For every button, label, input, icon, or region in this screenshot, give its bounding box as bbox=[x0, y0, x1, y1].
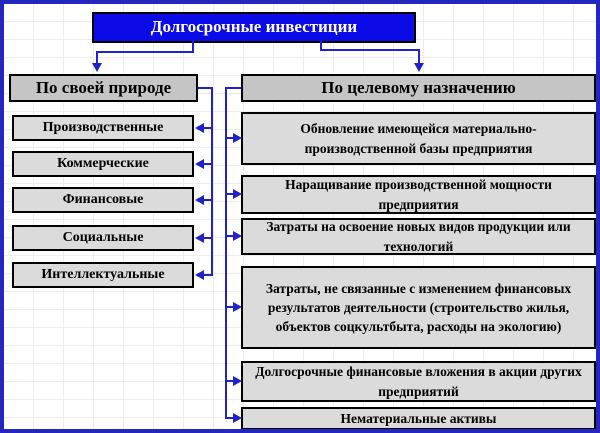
node-label: Нематериальные активы bbox=[340, 410, 497, 426]
node-label: Долгосрочные финансовые вложения в акции… bbox=[255, 364, 582, 399]
node-label: Производственные bbox=[42, 119, 164, 135]
arrowhead-right-icon bbox=[233, 133, 242, 143]
root-node-label: Долгосрочные инвестиции bbox=[150, 17, 358, 37]
arrowhead-right-icon bbox=[233, 231, 242, 241]
connector bbox=[211, 87, 213, 276]
connector bbox=[96, 51, 98, 64]
arrowhead-right-icon bbox=[233, 376, 242, 386]
arrowhead-left-icon bbox=[195, 233, 204, 243]
node-kommercheskie: Коммерческие bbox=[12, 151, 194, 177]
node-label: Обновление имеющейся материально-произво… bbox=[300, 121, 537, 156]
node-obnovlenie-bazy: Обновление имеющейся материально-произво… bbox=[241, 112, 596, 165]
left-branch-header-label: По своей природе bbox=[35, 77, 172, 97]
connector bbox=[96, 51, 194, 53]
arrowhead-left-icon bbox=[195, 123, 204, 133]
connector bbox=[227, 306, 234, 308]
node-nematerialnye-aktivy: Нематериальные активы bbox=[241, 407, 596, 429]
node-label: Коммерческие bbox=[57, 155, 149, 171]
connector bbox=[202, 274, 212, 276]
arrowhead-down-icon bbox=[414, 63, 424, 72]
connector bbox=[225, 87, 241, 89]
arrowhead-down-icon bbox=[92, 63, 102, 72]
connector bbox=[202, 237, 212, 239]
node-proizvodstvennye: Производственные bbox=[12, 115, 194, 141]
right-branch-header: По целевому назначению bbox=[241, 74, 596, 102]
connector bbox=[418, 49, 420, 64]
connector bbox=[227, 417, 234, 419]
node-finansovye-vlozheniya: Долгосрочные финансовые вложения в акции… bbox=[241, 361, 596, 402]
connector bbox=[227, 380, 234, 382]
connector bbox=[225, 87, 227, 419]
connector bbox=[198, 87, 213, 89]
left-branch-header: По своей природе bbox=[9, 74, 198, 102]
arrowhead-left-icon bbox=[195, 195, 204, 205]
connector bbox=[320, 49, 420, 51]
root-node-long-term-investments: Долгосрочные инвестиции bbox=[92, 12, 416, 43]
arrowhead-right-icon bbox=[233, 189, 242, 199]
connector bbox=[202, 127, 212, 129]
node-zatraty-ne-svyazannye: Затраты, не связанные с изменением финан… bbox=[241, 266, 596, 349]
node-label: Интеллектуальные bbox=[41, 266, 165, 282]
node-label: Наращивание производственной мощности пр… bbox=[285, 177, 552, 212]
connector bbox=[192, 41, 194, 53]
arrowhead-right-icon bbox=[233, 413, 242, 423]
connector bbox=[320, 41, 322, 50]
arrowhead-left-icon bbox=[195, 270, 204, 280]
node-sotsialnye: Социальные bbox=[12, 225, 194, 251]
node-label: Социальные bbox=[62, 229, 144, 245]
node-osvoenie-novyh-vidov: Затраты на освоение новых видов продукци… bbox=[241, 218, 596, 255]
connector bbox=[227, 235, 234, 237]
node-narashchivanie-moshchnosti: Наращивание производственной мощности пр… bbox=[241, 175, 596, 214]
arrowhead-left-icon bbox=[195, 159, 204, 169]
node-label: Затраты на освоение новых видов продукци… bbox=[266, 219, 571, 254]
connector bbox=[202, 199, 212, 201]
arrowhead-right-icon bbox=[233, 302, 242, 312]
node-label: Финансовые bbox=[62, 191, 144, 207]
node-intellektualnye: Интеллектуальные bbox=[12, 262, 194, 288]
connector bbox=[202, 163, 212, 165]
connector bbox=[227, 193, 234, 195]
node-finansovye: Финансовые bbox=[12, 187, 194, 213]
right-branch-header-label: По целевому назначению bbox=[321, 77, 516, 97]
connector bbox=[227, 137, 234, 139]
node-label: Затраты, не связанные с изменением финан… bbox=[265, 280, 572, 335]
